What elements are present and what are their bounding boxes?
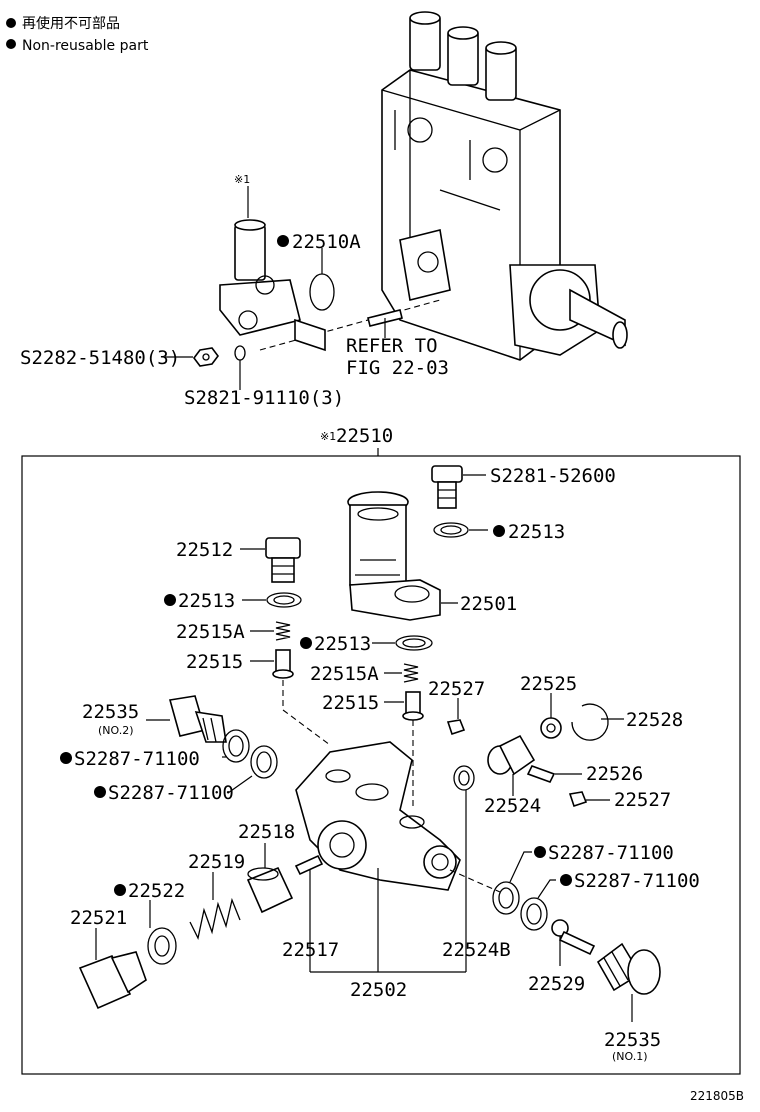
o-ring-22510A — [309, 273, 335, 311]
pump-body-22502 — [295, 741, 461, 891]
legend: 再使用不可部品 Non-reusable part — [6, 15, 149, 54]
label-22518: 22518 — [238, 821, 295, 843]
label-22502: 22502 — [350, 979, 407, 1001]
feed-pump-assembly-upper — [219, 219, 326, 352]
pin-22527-bottom — [568, 791, 588, 808]
refer-to-label: REFER TO — [346, 335, 438, 357]
piston-22518 — [246, 866, 294, 914]
check-valve-22515-left — [272, 649, 294, 679]
label-nut: S2282-51480(3) — [20, 347, 180, 369]
label-52600: S2281-52600 — [490, 465, 616, 487]
legend-bullet-1 — [6, 18, 16, 28]
label-22535-no2: 22535 — [82, 701, 139, 723]
gasket-22513-left — [266, 592, 302, 608]
gasket-22513-mid — [395, 635, 433, 651]
label-22524: 22524 — [484, 795, 541, 817]
spring-22515A-mid — [403, 663, 419, 683]
label-22512: 22512 — [176, 539, 233, 561]
non-reusable-mark-22513c — [300, 637, 312, 649]
kit-box — [21, 455, 741, 1075]
screw-22529 — [551, 919, 596, 956]
gasket-22522 — [147, 927, 177, 965]
spring-22515A-left — [275, 621, 291, 641]
label-22515A-1: 22515A — [176, 621, 245, 643]
bushing-22524B — [453, 765, 475, 791]
non-reusable-mark-22513a — [493, 525, 505, 537]
label-71100b: S2287-71100 — [108, 782, 234, 804]
upper-mark-1: ※1 — [234, 173, 250, 186]
label-22517: 22517 — [282, 939, 339, 961]
feed-pump-housing-22501 — [347, 491, 441, 621]
label-22526: 22526 — [586, 763, 643, 785]
refer-fig-label: FIG 22-03 — [346, 357, 449, 379]
washer-71100-right-2 — [520, 897, 548, 931]
label-22535-no1: 22535 — [604, 1029, 661, 1051]
pin-22526 — [526, 765, 556, 783]
check-valve-22515-mid — [402, 691, 424, 721]
legend-bullet-2 — [6, 39, 16, 49]
label-no2: (NO.2) — [98, 724, 134, 737]
non-reusable-mark-71100c — [534, 846, 546, 858]
injection-pump-illustration — [259, 11, 628, 361]
label-71100a: S2287-71100 — [74, 748, 200, 770]
non-reusable-mark-71100a — [60, 752, 72, 764]
kit-mark: ※1 — [320, 430, 336, 443]
label-22519: 22519 — [188, 851, 245, 873]
label-22528: 22528 — [626, 709, 683, 731]
snap-ring-22528 — [571, 703, 609, 741]
gasket-22513-top — [433, 522, 469, 538]
label-22525: 22525 — [520, 673, 577, 695]
roller-22525 — [540, 717, 562, 739]
label-22515a: 22515 — [186, 651, 243, 673]
plug-22512 — [265, 537, 301, 583]
washer-icon — [234, 345, 246, 361]
label-22510A: 22510A — [292, 231, 361, 253]
rod-22517 — [294, 854, 324, 876]
fitting-22535-no1 — [596, 942, 661, 995]
legend-japanese: 再使用不可部品 — [22, 15, 120, 32]
cam-22524 — [487, 734, 536, 776]
label-71100c: S2287-71100 — [548, 842, 674, 864]
nut-icon — [193, 347, 219, 367]
washer-71100-right-1 — [492, 881, 520, 915]
label-22515b: 22515 — [322, 692, 379, 714]
washer-71100-left-1 — [222, 729, 250, 763]
plug-22521 — [78, 951, 147, 1010]
washer-71100-left-2 — [250, 745, 278, 779]
fitting-22535-no2 — [168, 695, 227, 743]
non-reusable-mark-71100b — [94, 786, 106, 798]
kit-number: 22510 — [336, 425, 393, 447]
pin-22527-top — [446, 719, 466, 736]
label-22513a: 22513 — [508, 521, 565, 543]
label-71100d: S2287-71100 — [574, 870, 700, 892]
label-22521: 22521 — [70, 907, 127, 929]
banjo-bolt-52600 — [431, 465, 463, 509]
legend-english: Non-reusable part — [22, 38, 149, 54]
label-22513c: 22513 — [314, 633, 371, 655]
label-22527a: 22527 — [428, 678, 485, 700]
non-reusable-mark-22510A — [277, 235, 289, 247]
label-22515A-2: 22515A — [310, 663, 379, 685]
label-22522: 22522 — [128, 880, 185, 902]
spring-22519 — [189, 897, 241, 940]
label-22513b: 22513 — [178, 590, 235, 612]
figure-id: 221805B — [690, 1089, 744, 1103]
non-reusable-mark-22513b — [164, 594, 176, 606]
non-reusable-mark-22522 — [114, 884, 126, 896]
label-22527b: 22527 — [614, 789, 671, 811]
label-22501: 22501 — [460, 593, 517, 615]
label-no1: (NO.1) — [612, 1050, 648, 1063]
label-washer: S2821-91110(3) — [184, 387, 344, 409]
non-reusable-mark-71100d — [560, 874, 572, 886]
label-22529: 22529 — [528, 973, 585, 995]
label-22524B: 22524B — [442, 939, 511, 961]
